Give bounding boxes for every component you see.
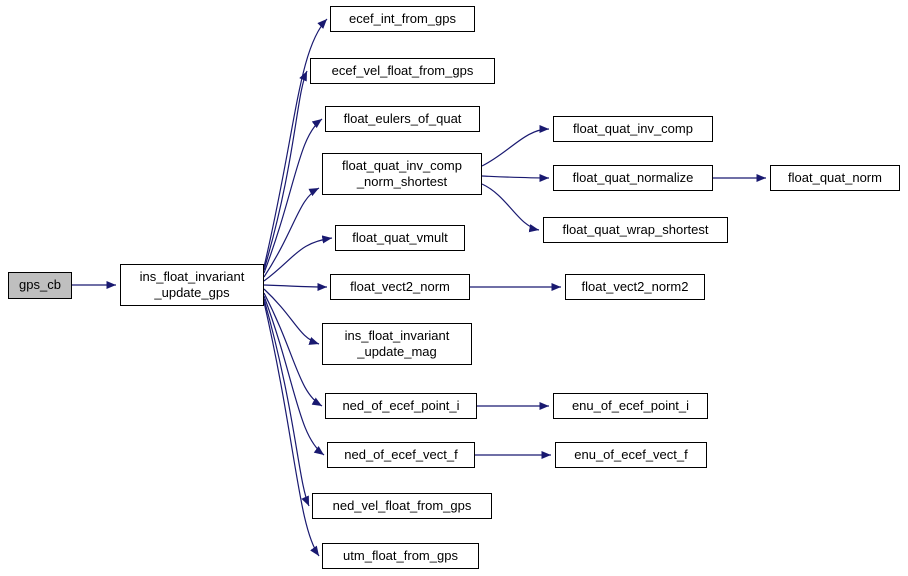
node-float-quat-normalize[interactable]: float_quat_normalize xyxy=(553,165,713,191)
node-float-quat-inv-comp-norm-shortest[interactable]: float_quat_inv_comp _norm_shortest xyxy=(322,153,482,195)
edge-norm_shortest-float_quat_inv_comp xyxy=(481,124,550,167)
node-float-quat-inv-comp-label: float_quat_inv_comp xyxy=(573,120,693,136)
node-float-eulers-of-quat[interactable]: float_eulers_of_quat xyxy=(325,106,480,132)
node-ins-float-invariant-update-gps-label: ins_float_invariant _update_gps xyxy=(139,268,245,300)
node-ecef-vel-float-from-gps[interactable]: ecef_vel_float_from_gps xyxy=(310,58,495,84)
node-gps-cb: gps_cb xyxy=(8,272,72,299)
node-ins-float-invariant-update-gps[interactable]: ins_float_invariant _update_gps xyxy=(120,264,264,306)
node-gps-cb-label: gps_cb xyxy=(19,277,61,293)
edge-norm_shortest-float_quat_wrap_shortest xyxy=(481,183,540,233)
edge-update_gps-ned_of_ecef_vect_f xyxy=(263,295,325,456)
edge-update_gps-float_quat_vmult xyxy=(263,235,333,282)
node-float-quat-norm[interactable]: float_quat_norm xyxy=(770,165,900,191)
node-ned-vel-float-from-gps[interactable]: ned_vel_float_from_gps xyxy=(312,493,492,519)
node-ecef-vel-float-from-gps-label: ecef_vel_float_from_gps xyxy=(331,62,474,78)
node-ned-of-ecef-vect-f-label: ned_of_ecef_vect_f xyxy=(344,446,458,462)
node-float-vect2-norm2-label: float_vect2_norm2 xyxy=(581,278,689,294)
edge-update_gps-utm_float_from_gps xyxy=(263,301,320,557)
edge-update_gps-ecef_int_from_gps xyxy=(263,18,328,268)
node-float-eulers-of-quat-label: float_eulers_of_quat xyxy=(343,110,462,126)
node-utm-float-from-gps-label: utm_float_from_gps xyxy=(343,547,458,563)
edge-update_gps-float_quat_inv_comp_norm_shortest xyxy=(263,187,320,278)
node-enu-of-ecef-point-i-label: enu_of_ecef_point_i xyxy=(571,397,690,413)
node-float-quat-wrap-shortest-label: float_quat_wrap_shortest xyxy=(562,221,709,237)
edge-update_gps-ned_of_ecef_point_i xyxy=(263,292,323,407)
node-ecef-int-from-gps-label: ecef_int_from_gps xyxy=(349,10,456,26)
edge-update_gps-float_vect2_norm xyxy=(263,282,328,292)
node-ins-float-invariant-update-mag-label: ins_float_invariant _update_mag xyxy=(344,327,450,359)
edge-update_gps-ecef_vel_float_from_gps xyxy=(263,70,308,271)
node-float-quat-inv-comp[interactable]: float_quat_inv_comp xyxy=(553,116,713,142)
node-float-quat-vmult[interactable]: float_quat_vmult xyxy=(335,225,465,251)
node-float-vect2-norm[interactable]: float_vect2_norm xyxy=(330,274,470,300)
node-float-quat-normalize-label: float_quat_normalize xyxy=(572,169,694,185)
edge-norm_shortest-float_quat_normalize xyxy=(481,173,550,183)
node-float-quat-norm-label: float_quat_norm xyxy=(788,169,882,185)
node-float-quat-vmult-label: float_quat_vmult xyxy=(352,229,448,245)
node-float-vect2-norm-label: float_vect2_norm xyxy=(350,278,450,294)
node-ned-of-ecef-point-i[interactable]: ned_of_ecef_point_i xyxy=(325,393,477,419)
node-ned-vel-float-from-gps-label: ned_vel_float_from_gps xyxy=(332,497,472,513)
node-ecef-int-from-gps[interactable]: ecef_int_from_gps xyxy=(330,6,475,32)
node-float-quat-inv-comp-norm-shortest-label: float_quat_inv_comp _norm_shortest xyxy=(342,157,462,189)
node-ned-of-ecef-point-i-label: ned_of_ecef_point_i xyxy=(342,397,460,413)
node-enu-of-ecef-vect-f[interactable]: enu_of_ecef_vect_f xyxy=(555,442,707,468)
node-enu-of-ecef-point-i[interactable]: enu_of_ecef_point_i xyxy=(553,393,708,419)
edge-update_gps-ned_vel_float_from_gps xyxy=(263,298,310,507)
node-ned-of-ecef-vect-f[interactable]: ned_of_ecef_vect_f xyxy=(327,442,475,468)
node-ins-float-invariant-update-mag[interactable]: ins_float_invariant _update_mag xyxy=(322,323,472,365)
edge-update_gps-ins_float_invariant_update_mag xyxy=(263,288,320,345)
edge-update_gps-float_eulers_of_quat xyxy=(263,118,323,274)
node-utm-float-from-gps[interactable]: utm_float_from_gps xyxy=(322,543,479,569)
node-float-quat-wrap-shortest[interactable]: float_quat_wrap_shortest xyxy=(543,217,728,243)
node-enu-of-ecef-vect-f-label: enu_of_ecef_vect_f xyxy=(574,446,688,462)
node-float-vect2-norm2[interactable]: float_vect2_norm2 xyxy=(565,274,705,300)
